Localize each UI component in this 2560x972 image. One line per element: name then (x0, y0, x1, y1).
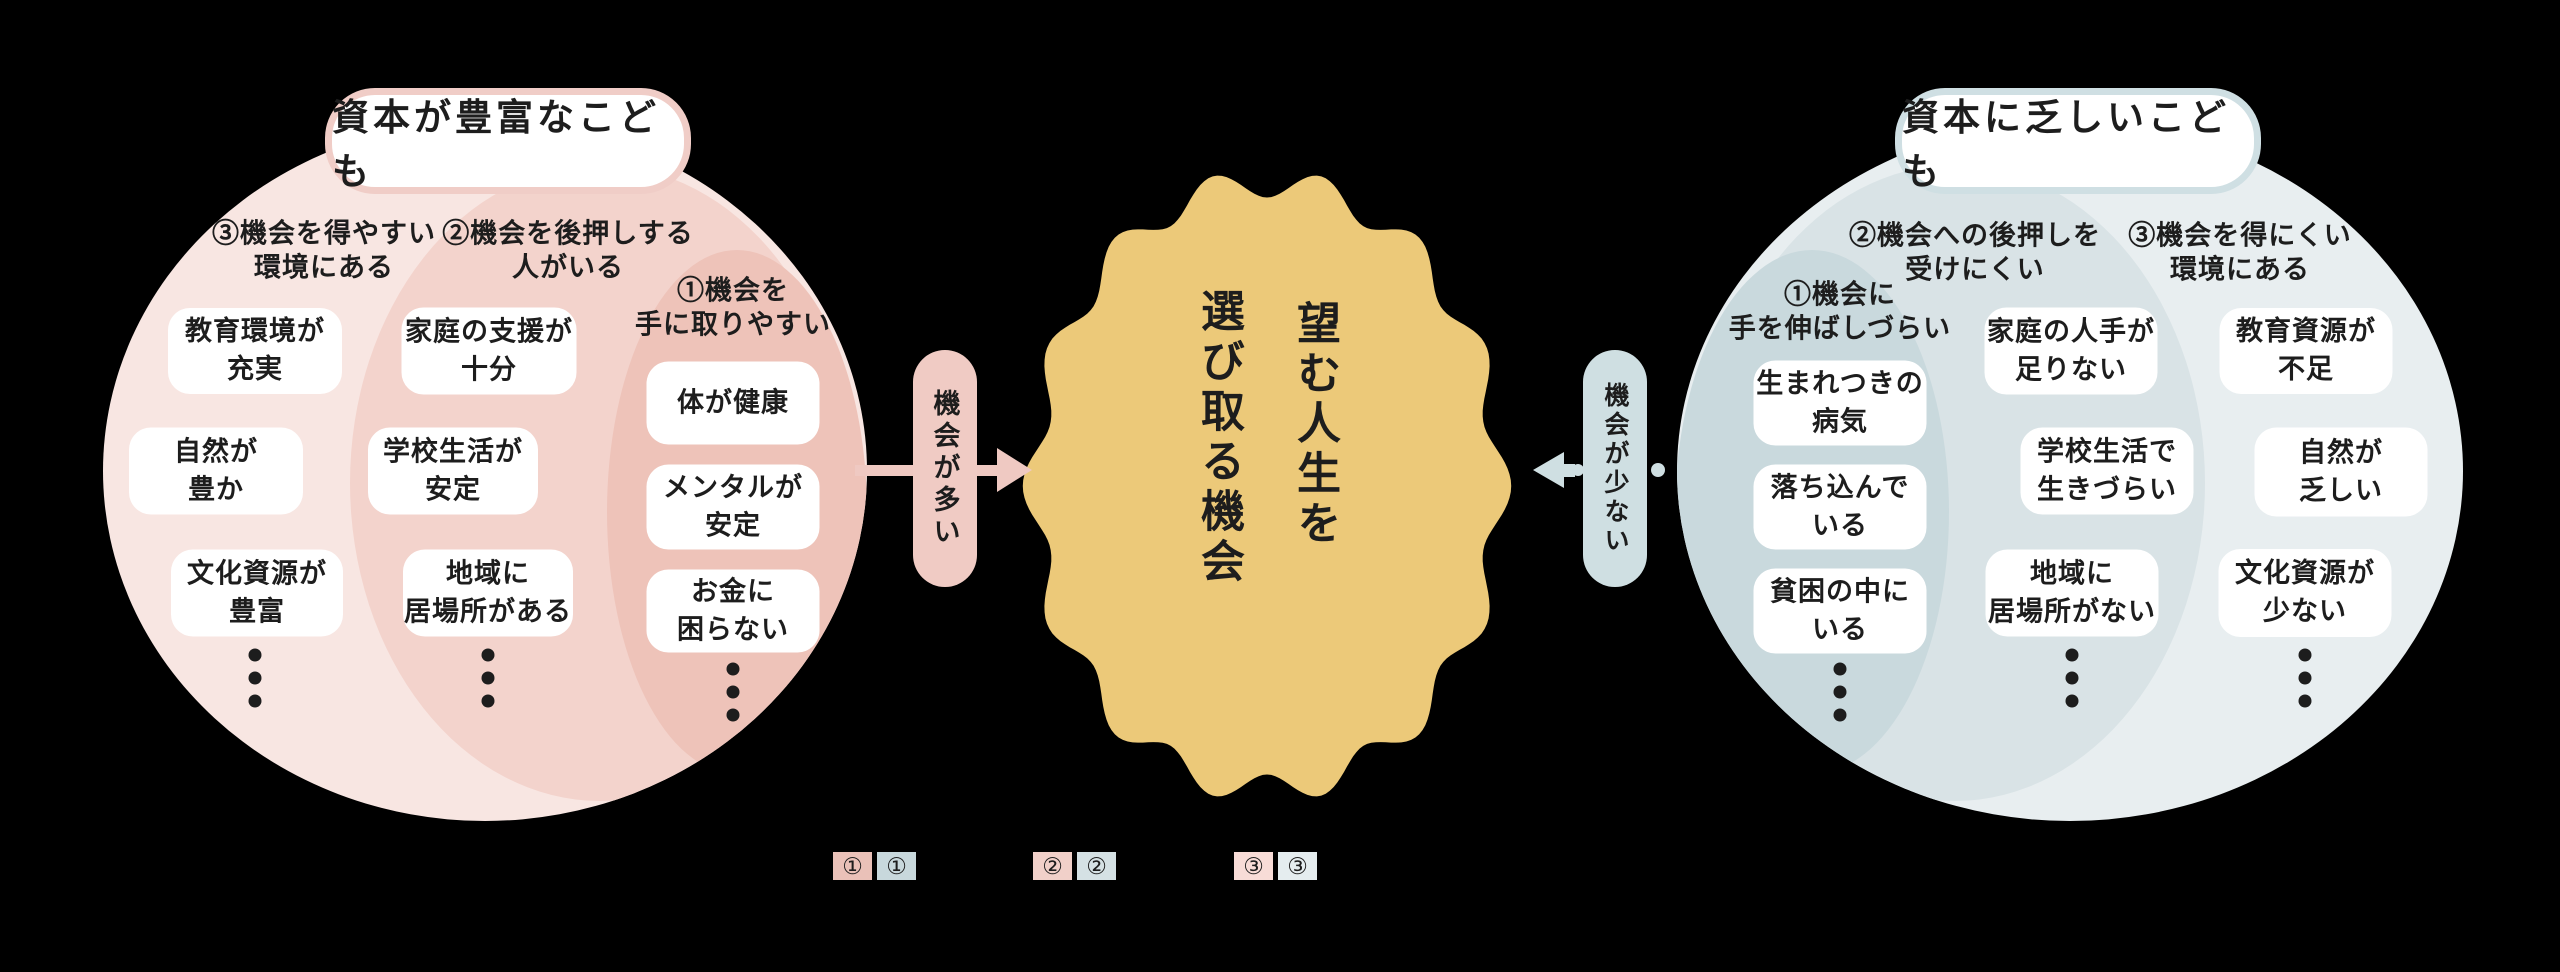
left-box: 体が健康 (646, 361, 820, 445)
left-box: 地域に 居場所がある (403, 549, 573, 637)
left-arrowhead-icon (997, 448, 1032, 492)
left-opportunity-pill: 機会が多い (913, 350, 977, 587)
legend-pair-2: ② ② (1033, 852, 1116, 880)
right-box: 自然が 乏しい (2254, 427, 2428, 517)
center-text-line1: 望む人生を (1290, 300, 1339, 550)
ellipsis-dots (726, 662, 740, 722)
legend-swatch-blue-2: ② (1077, 852, 1116, 880)
left-title: 資本が豊富なこども (332, 97, 660, 192)
right-zone3-label: ③機会を得にくい 環境にある (2128, 220, 2352, 284)
left-box: 学校生活が 安定 (368, 427, 538, 515)
right-arrowhead-icon (1533, 452, 1575, 488)
right-connector-dot (1651, 463, 1665, 477)
left-zone3-label: ③機会を得やすい 環境にある (212, 218, 436, 282)
right-zone1-label: ①機会に 手を伸ばしづらい (1728, 279, 1952, 343)
right-box: 教育資源が 不足 (2219, 308, 2393, 394)
left-title-bubble: 資本が豊富なこども (325, 88, 691, 194)
left-box: お金に 困らない (646, 569, 820, 653)
center-burst-shape (1022, 175, 1512, 797)
right-box: 貧困の中に いる (1753, 568, 1927, 654)
legend-swatch-pink-3: ③ (1234, 852, 1273, 880)
right-box: 家庭の人手が 足りない (1984, 307, 2158, 395)
left-pill-label: 機会が多い (929, 388, 960, 549)
right-box: 学校生活で 生きづらい (2020, 427, 2194, 515)
ellipsis-dots (248, 648, 262, 708)
legend-swatch-blue-1: ① (877, 852, 916, 880)
left-box: 教育環境が 充実 (168, 308, 342, 394)
right-opportunity-pill: 機会が少ない (1583, 350, 1647, 587)
right-box: 文化資源が 少ない (2218, 549, 2392, 637)
legend-swatch-blue-3: ③ (1278, 852, 1317, 880)
right-connector-dot (1572, 464, 1584, 476)
ellipsis-dots (2065, 648, 2079, 708)
center-text-line2: 選び取る機会 (1194, 288, 1243, 588)
ellipsis-dots (1833, 662, 1847, 722)
left-box: 家庭の支援が 十分 (401, 307, 577, 395)
ellipsis-dots (2298, 648, 2312, 708)
legend-pair-1: ① ① (833, 852, 916, 880)
legend-swatch-pink-1: ① (833, 852, 872, 880)
left-box: メンタルが 安定 (646, 464, 820, 550)
left-zone2-label: ②機会を後押しする 人がいる (442, 218, 694, 282)
left-zone1-label: ①機会を 手に取りやすい (635, 275, 831, 339)
right-zone2-label: ②機会への後押しを 受けにくい (1849, 220, 2101, 284)
right-pill-label: 機会が少ない (1601, 381, 1629, 556)
right-title-bubble: 資本に乏しいこども (1895, 88, 2261, 194)
legend-pair-3: ③ ③ (1234, 852, 1317, 880)
right-title: 資本に乏しいこども (1902, 97, 2230, 192)
right-box: 地域に 居場所がない (1985, 549, 2159, 637)
left-box: 文化資源が 豊富 (171, 549, 343, 637)
right-box: 落ち込んで いる (1753, 464, 1927, 550)
legend-swatch-pink-2: ② (1033, 852, 1072, 880)
ellipsis-dots (481, 648, 495, 708)
left-box: 自然が 豊か (129, 427, 303, 515)
right-box: 生まれつきの 病気 (1753, 360, 1927, 446)
